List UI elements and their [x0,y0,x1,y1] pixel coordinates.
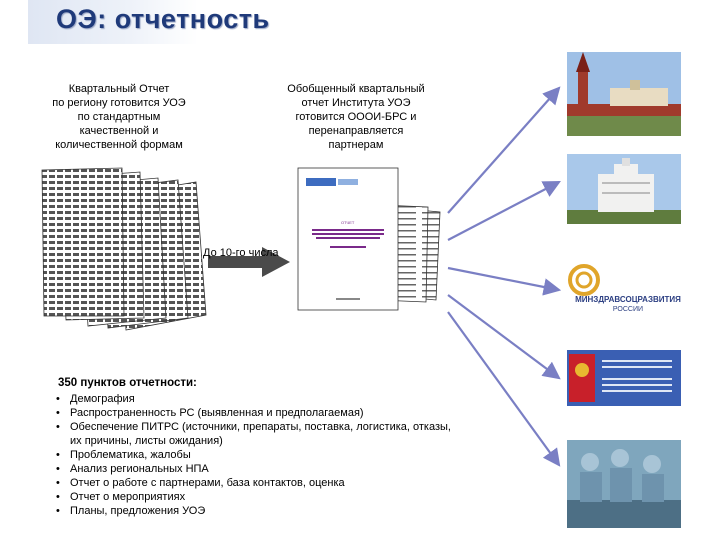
surgery-photo [567,440,681,528]
reporting-items-list: Демография Распространенность РС (выявле… [56,392,456,518]
page-title: ОЭ: отчетность [56,4,270,34]
reporting-items-title: 350 пунктов отчетности: [58,377,197,389]
federal-agency-logo [567,350,681,406]
list-item: Проблематика, жалобы [56,448,456,462]
ministry-logo [567,262,681,320]
list-item: Распространенность РС (выявленная и пред… [56,406,456,420]
kremlin-photo [567,52,681,136]
list-item: Обеспечение ПИТРС (источники, препараты,… [56,420,456,448]
deadline-label: До 10-го числа [203,247,279,259]
list-item: Планы, предложения УОЭ [56,504,456,518]
list-item: Анализ региональных НПА [56,462,456,476]
deadline-arrow [208,247,290,277]
report-cover-title: ОТЧЕТ [341,220,355,225]
summary-report-stack: ОТЧЕТ [297,167,441,311]
title-backdrop [28,0,198,44]
list-item: Отчет о работе с партнерами, база контак… [56,476,456,490]
list-item: Отчет о мероприятиях [56,490,456,504]
partner-arrows [447,86,562,467]
ministry-logo-text: МИНЗДРАВСОЦРАЗВИТИЯ РОССИИ [575,295,681,313]
regional-report-stack [41,167,207,331]
list-item: Демография [56,392,456,406]
white-house-photo [567,154,681,224]
